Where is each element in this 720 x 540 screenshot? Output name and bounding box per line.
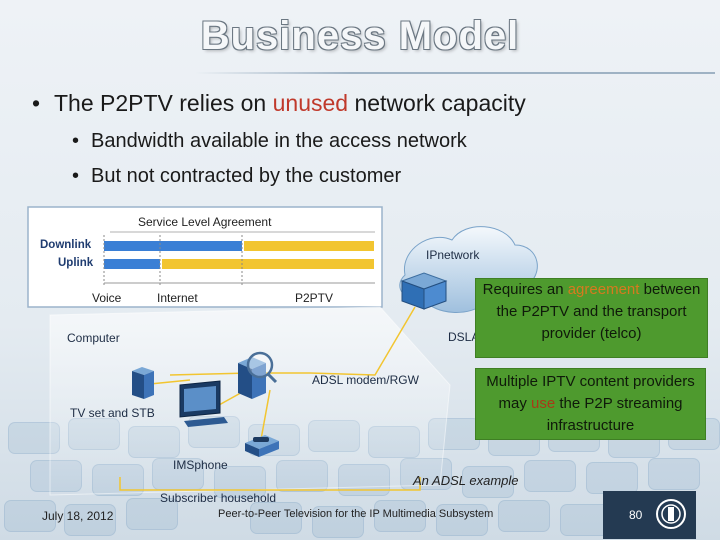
tv-icon xyxy=(179,380,228,427)
callout-accent: use xyxy=(531,395,556,412)
callout-text-post: between the P2PTV and the transport prov… xyxy=(496,281,701,342)
sla-title: Service Level Agreement xyxy=(138,215,272,229)
sub-bullet-text: But not contracted by the customer xyxy=(91,165,402,187)
diagram-caption: An ADSL example xyxy=(413,473,519,488)
cable-dslam xyxy=(309,306,416,376)
adsl-network-diagram: Service Level Agreement Downlink Uplink … xyxy=(27,206,538,505)
adsl-modem-label: ADSL modem/RGW xyxy=(312,373,420,387)
computer-icon xyxy=(132,367,154,399)
sub-bullet: • Bandwidth available in the access netwo… xyxy=(72,130,467,153)
voice-label: Voice xyxy=(92,291,122,305)
computer-label: Computer xyxy=(67,331,120,345)
ims-phone-label: IMSphone xyxy=(173,458,228,472)
bullet-text-post: network capacity xyxy=(348,90,526,116)
adsl-modem-icon xyxy=(238,351,278,399)
main-bullet: • The P2PTV relies on unused network capa… xyxy=(32,90,526,117)
page-number: 80 xyxy=(629,508,643,522)
callout-accent: agreement xyxy=(567,281,640,298)
university-seal-icon xyxy=(656,499,686,529)
internet-label: Internet xyxy=(157,291,198,305)
cable-phone xyxy=(259,389,271,446)
page-number-box: 80 xyxy=(603,491,696,539)
downlink-bar-yellow xyxy=(244,241,374,251)
ip-network-label: IPnetwork xyxy=(426,248,480,262)
callout-text-pre: Requires an xyxy=(482,281,568,298)
sub-bullet: • But not contracted by the customer xyxy=(72,165,401,188)
uplink-label: Uplink xyxy=(58,257,94,269)
callout-providers: Multiple IPTV content providers may use … xyxy=(475,368,706,440)
tv-stb-label: TV set and STB xyxy=(70,406,155,420)
uplink-bar-blue xyxy=(104,259,160,269)
household-area xyxy=(49,306,451,496)
downlink-label: Downlink xyxy=(40,239,92,251)
slide-title: Business Model xyxy=(200,14,520,58)
ims-phone-icon xyxy=(245,435,279,457)
household-bracket xyxy=(119,477,421,491)
bullet-dot: • xyxy=(72,165,80,187)
callout-text-pre: Multiple IPTV content providers may xyxy=(486,373,695,412)
p2ptv-label: P2PTV xyxy=(295,291,333,305)
dslam-label: DSLA xyxy=(448,330,479,344)
bullet-dot: • xyxy=(32,90,41,116)
bullet-dot: • xyxy=(72,130,80,152)
household-label: Subscriber household xyxy=(160,491,276,505)
callout-text-post: the P2P streaming infrastructure xyxy=(546,395,683,434)
callout-agreement: Requires an agreement between the P2PTV … xyxy=(475,278,708,358)
dslam-device-icon xyxy=(400,272,448,310)
downlink-bar-blue xyxy=(104,241,242,251)
uplink-bar-yellow xyxy=(162,259,374,269)
sub-bullet-text: Bandwidth available in the access networ… xyxy=(91,130,467,152)
bullet-text-pre: The P2PTV relies on xyxy=(54,90,273,116)
bullet-accent: unused xyxy=(272,90,349,116)
sla-panel xyxy=(27,206,383,308)
footer-title: Peer-to-Peer Television for the IP Multi… xyxy=(218,508,494,520)
footer-date: July 18, 2012 xyxy=(42,509,114,523)
title-rule xyxy=(195,72,715,74)
